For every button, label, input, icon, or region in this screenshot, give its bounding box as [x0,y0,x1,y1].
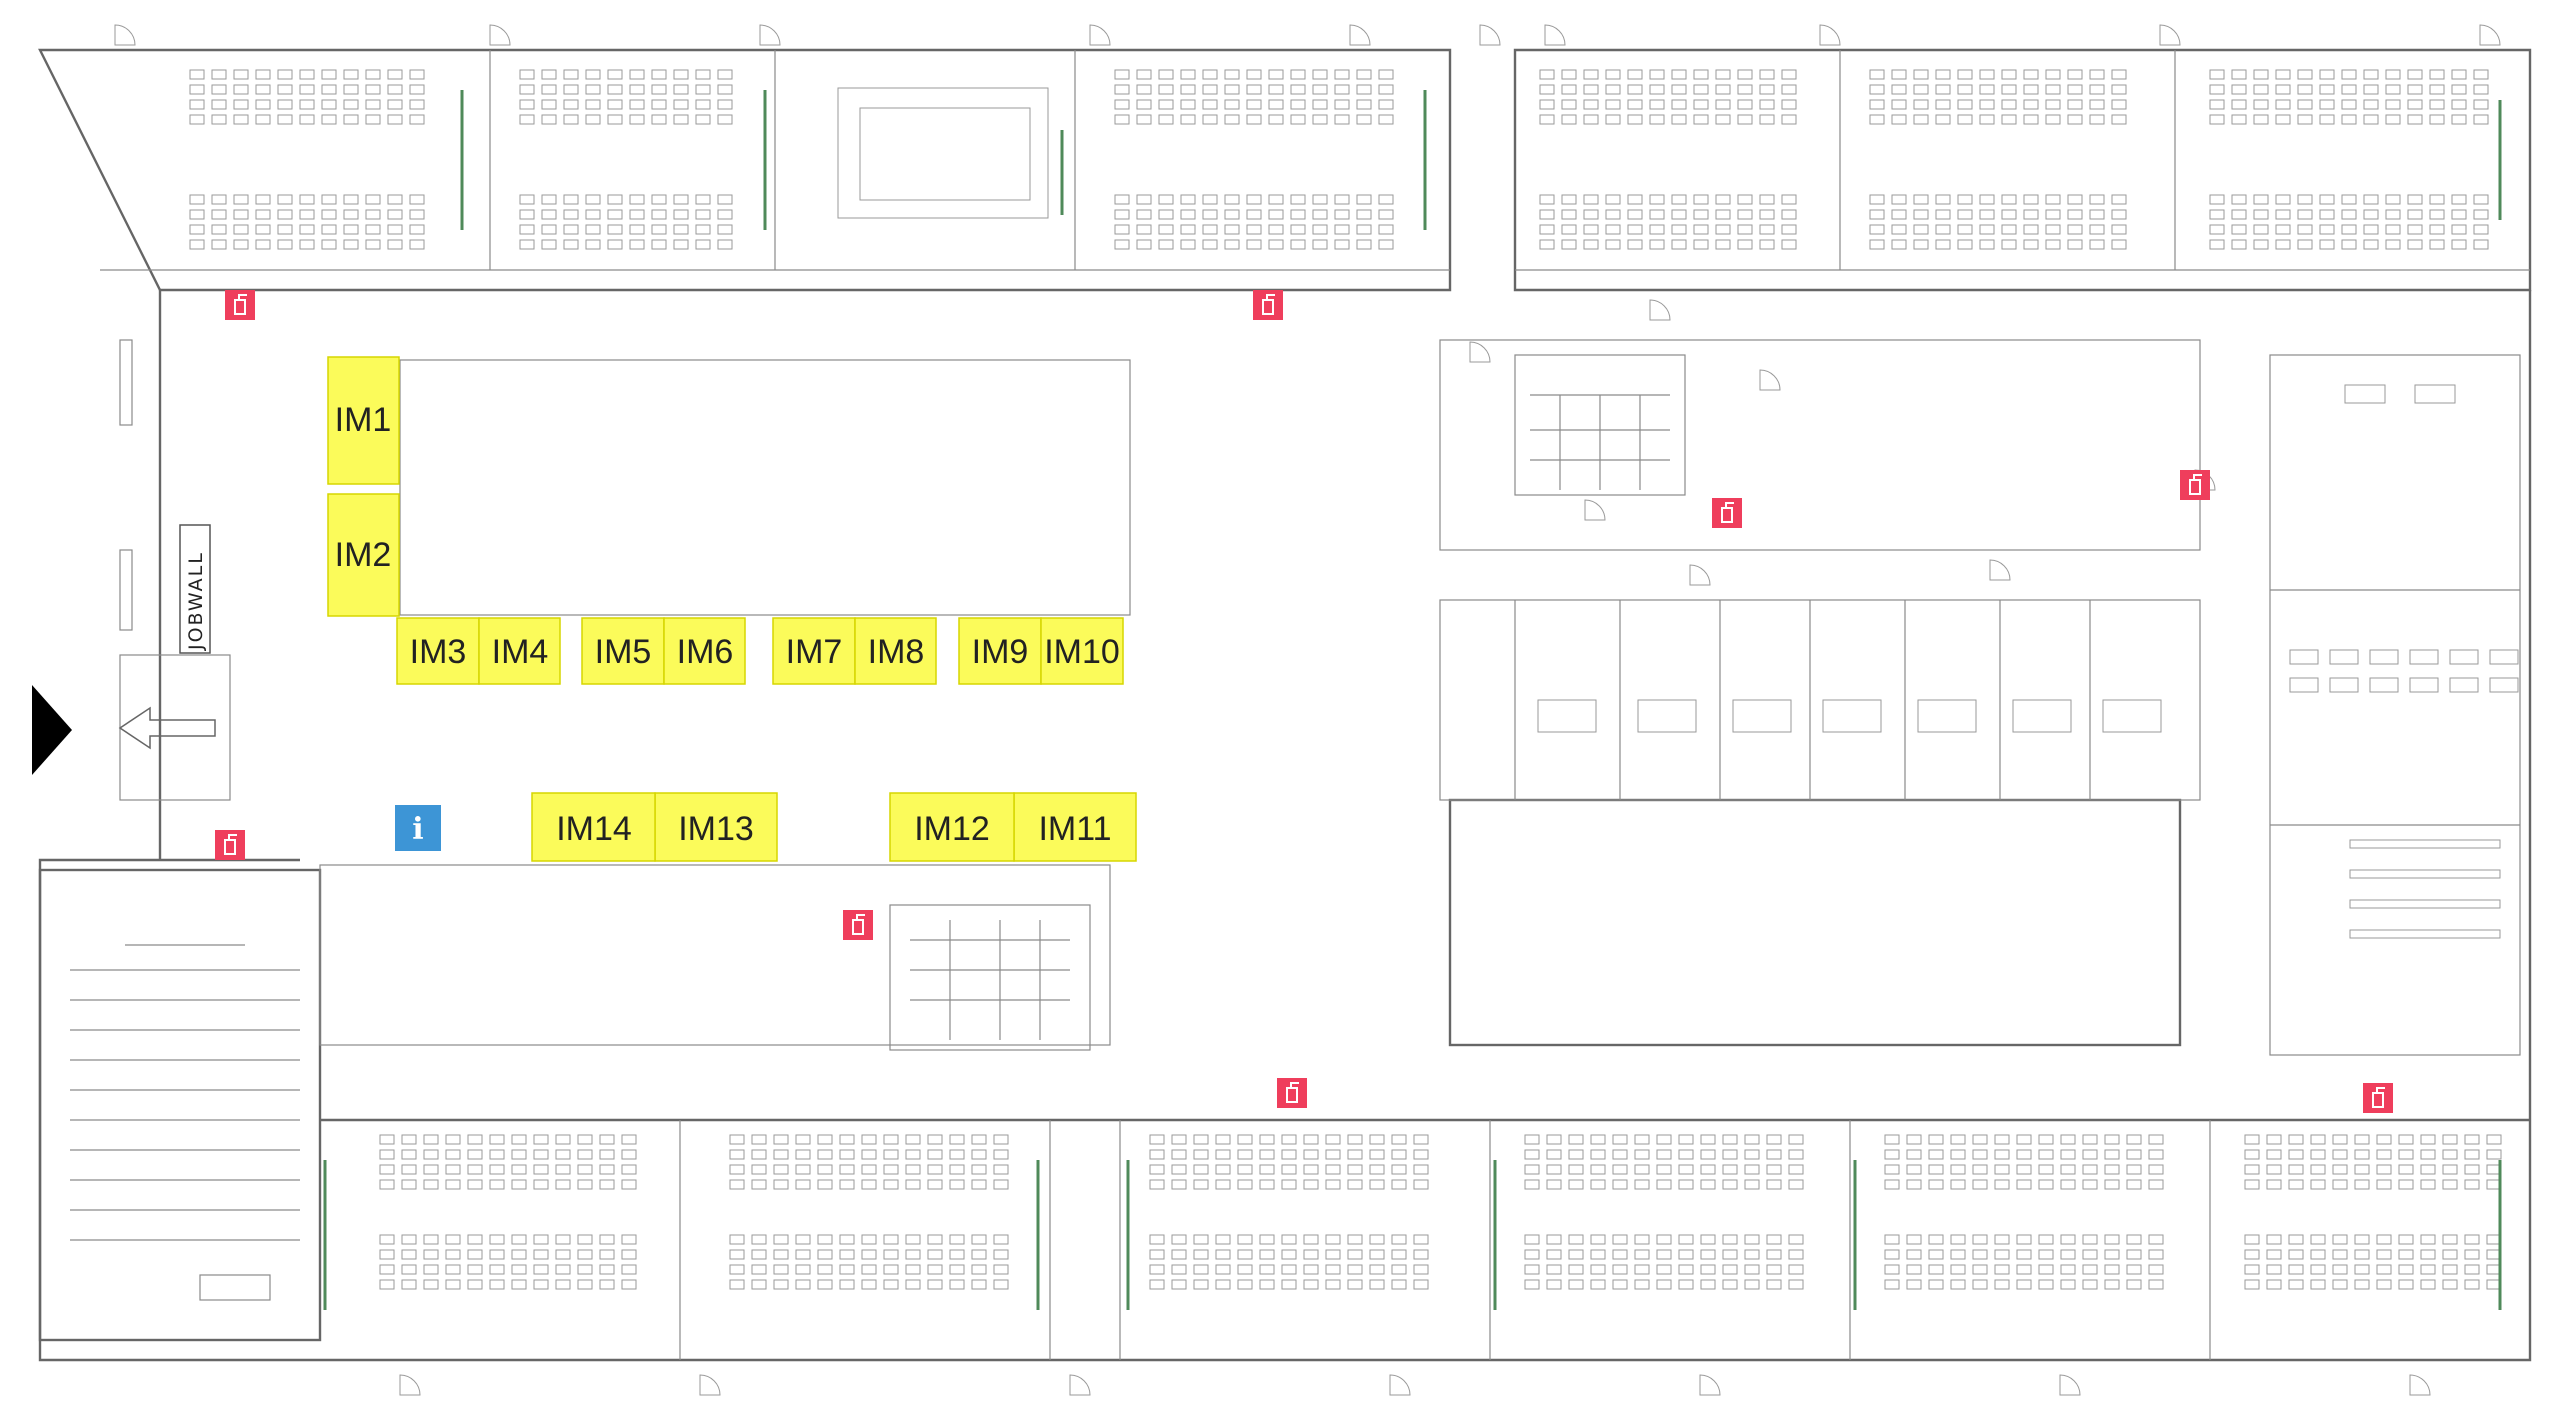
stand-im11-label: IM11 [1038,810,1111,848]
stand-im6-label: IM6 [677,633,734,671]
stand-im8-label: IM8 [868,633,925,671]
stand-im8[interactable]: IM8 [854,617,937,685]
fire-extinguisher-icon [1253,290,1283,320]
fire-extinguisher-icon [215,830,245,860]
stand-im1-label: IM1 [335,401,392,439]
stand-im10[interactable]: IM10 [1040,617,1124,685]
jobwall: JOBWALL [179,524,211,654]
stand-im4-label: IM4 [492,633,549,671]
stand-im13[interactable]: IM13 [654,792,778,862]
info-icon[interactable]: i [395,805,441,851]
stand-im7-label: IM7 [786,633,843,671]
stand-im1[interactable]: IM1 [327,356,400,485]
fire-extinguisher-icon [1712,498,1742,528]
presentation-boards [323,90,2502,1310]
stand-im2-label: IM2 [335,536,392,574]
fire-extinguisher-icon [1277,1078,1307,1108]
stand-im10-label: IM10 [1044,633,1120,671]
stand-im9[interactable]: IM9 [958,617,1042,685]
stand-im6[interactable]: IM6 [663,617,746,685]
stand-im5-label: IM5 [595,633,652,671]
building-walls [38,48,2532,1362]
jobwall-label: JOBWALL [185,551,207,651]
stand-im3-label: IM3 [410,633,467,671]
door-arcs [114,24,2501,1396]
stand-im4[interactable]: IM4 [478,617,561,685]
stand-im5[interactable]: IM5 [581,617,665,685]
classroom-desks [189,69,2519,1290]
stand-im7[interactable]: IM7 [772,617,856,685]
stand-im2[interactable]: IM2 [327,493,400,617]
info-label: i [412,812,423,847]
stand-im9-label: IM9 [972,633,1029,671]
stand-im14-label: IM14 [556,810,632,848]
entrance-arrow-icon [32,685,216,775]
fire-extinguisher-icon [843,910,873,940]
fire-extinguisher-icon [225,290,255,320]
stand-im3[interactable]: IM3 [396,617,480,685]
fire-extinguishers [215,290,2393,1113]
fire-extinguisher-icon [2363,1083,2393,1113]
fire-extinguisher-icon [2180,470,2210,500]
stand-im12[interactable]: IM12 [889,792,1015,862]
stand-im12-label: IM12 [914,810,990,848]
stand-im11[interactable]: IM11 [1013,792,1137,862]
stand-im13-label: IM13 [678,810,754,848]
stand-im14[interactable]: IM14 [531,792,656,862]
